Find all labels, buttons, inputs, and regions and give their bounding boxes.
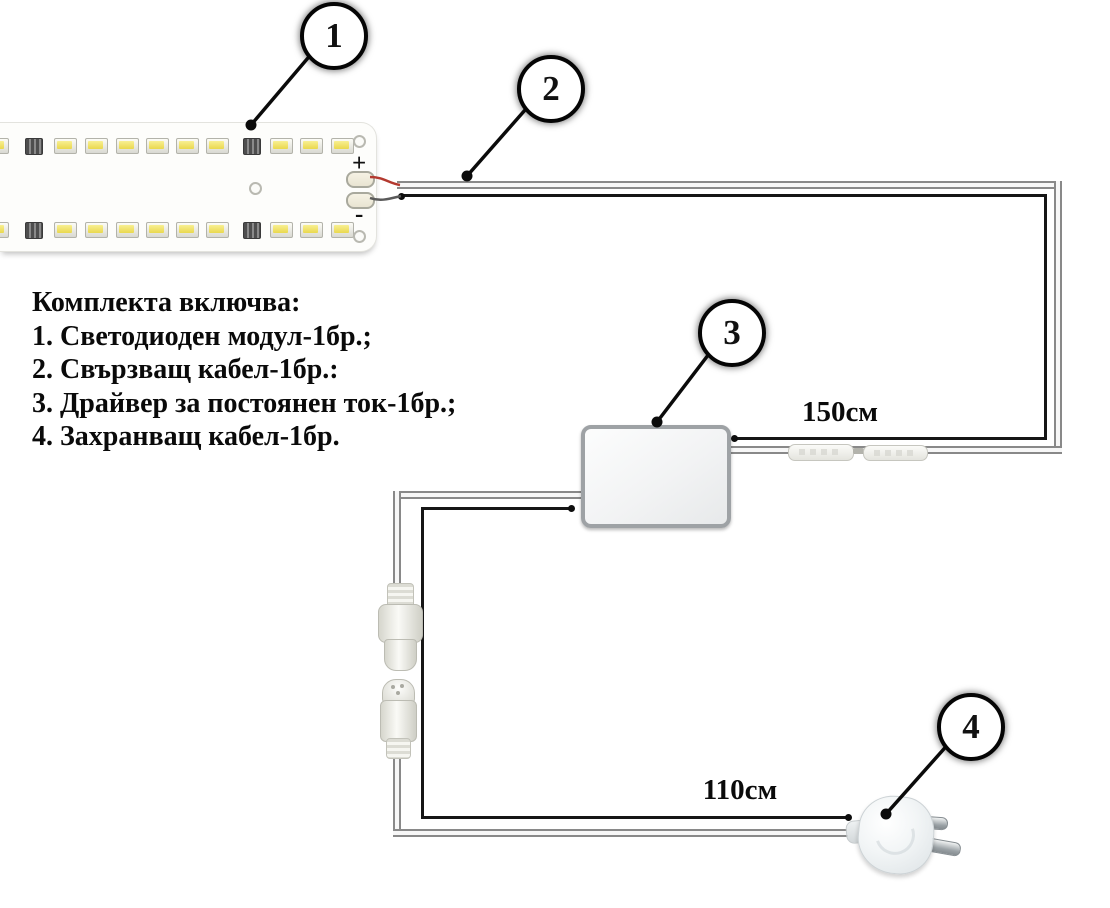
ic-chip [243, 138, 261, 155]
dc-connector-pin [853, 448, 864, 454]
callout-circle-3: 3 [698, 299, 766, 367]
led-face [57, 141, 72, 149]
led-face [303, 225, 318, 233]
led-face [88, 225, 103, 233]
led-face [0, 141, 4, 149]
wire-end-dot [731, 435, 738, 442]
wire-end-dot [845, 814, 852, 821]
connector-pin-hole [391, 685, 395, 689]
led-face [149, 225, 164, 233]
dc-connector-male [863, 445, 928, 461]
connecting-cable-sleeve-top [397, 181, 1062, 189]
power-cable-sleeve-top [393, 491, 581, 499]
connector-pin-hole [400, 684, 404, 688]
led-face [57, 225, 72, 233]
power-cable-sleeve-left-upper [393, 491, 401, 588]
power-plug [854, 792, 938, 878]
led-chip [206, 222, 229, 238]
connecting-cable-black-wire [401, 194, 1047, 197]
connector-pin-hole [396, 691, 400, 695]
dc-connector-male-tip [384, 639, 417, 671]
callout-circle-2: 2 [517, 55, 585, 123]
connecting-cable-black-wire [1044, 194, 1047, 440]
led-row-bottom [0, 222, 376, 239]
led-chip [116, 138, 139, 154]
kit-list-item: 1. Светодиоден модул-1бр.; [32, 320, 372, 352]
led-face [119, 225, 134, 233]
power-cable-length-label: 110см [702, 774, 778, 806]
kit-list-heading: Комплекта включва: [32, 287, 301, 318]
minus-terminal-label: - [355, 201, 364, 228]
callout-circle-1: 1 [300, 2, 368, 70]
led-chip [54, 138, 77, 154]
callout-circle-4: 4 [937, 693, 1005, 761]
led-chip [146, 222, 169, 238]
led-chip [176, 138, 199, 154]
led-face [149, 141, 164, 149]
led-face [209, 141, 224, 149]
ic-chip [25, 138, 43, 155]
kit-list: Комплекта включва: 1. Светодиоден модул-… [32, 286, 456, 454]
led-face [119, 141, 134, 149]
connector-markings [874, 450, 917, 456]
led-face [273, 225, 288, 233]
mounting-hole [353, 135, 366, 148]
mounting-hole [249, 182, 262, 195]
driver-box [581, 425, 731, 528]
led-face [303, 141, 318, 149]
led-face [0, 225, 4, 233]
dc-connector-male-body [378, 604, 423, 643]
led-chip [85, 222, 108, 238]
led-chip [85, 138, 108, 154]
led-chip [331, 222, 354, 238]
power-cable-black-wire [421, 507, 572, 510]
power-cable-sleeve-bottom [393, 829, 860, 837]
led-chip [54, 222, 77, 238]
led-module: + - [0, 122, 377, 252]
dc-connector-male-ridges [387, 583, 414, 608]
kit-list-item: 3. Драйвер за постоянен ток-1бр.; [32, 387, 457, 419]
led-chip [0, 138, 9, 154]
led-face [179, 141, 194, 149]
wire-end-dot [398, 193, 405, 200]
connecting-cable-sleeve-right [1054, 181, 1062, 454]
led-face [334, 225, 349, 233]
ic-chip [243, 222, 261, 239]
led-chip [176, 222, 199, 238]
connector-markings [799, 449, 843, 455]
led-row-top [0, 138, 376, 155]
led-face [273, 141, 288, 149]
led-chip [0, 222, 9, 238]
power-cable-black-wire [421, 507, 424, 819]
connecting-cable-black-wire [734, 437, 1047, 440]
led-face [209, 225, 224, 233]
ic-chip [25, 222, 43, 239]
kit-list-item: 2. Свързващ кабел-1бр.: [32, 354, 339, 385]
led-chip [331, 138, 354, 154]
led-chip [270, 222, 293, 238]
led-chip [206, 138, 229, 154]
led-chip [116, 222, 139, 238]
dc-connector-female-ridges [386, 738, 411, 759]
connecting-cable-length-label: 150см [801, 396, 879, 428]
plus-terminal-label: + [352, 150, 367, 177]
power-cable-sleeve-left-lower [393, 752, 401, 837]
kit-list-item: 4. Захранващ кабел-1бр. [32, 421, 340, 452]
led-chip [300, 222, 323, 238]
led-face [88, 141, 103, 149]
mounting-hole [353, 230, 366, 243]
power-cable-black-wire [421, 816, 848, 819]
led-face [334, 141, 349, 149]
led-chip [270, 138, 293, 154]
dc-connector-female-body [380, 700, 417, 742]
led-chip [146, 138, 169, 154]
wire-end-dot [568, 505, 575, 512]
led-face [179, 225, 194, 233]
dc-connector-female [788, 444, 854, 461]
callout-dot-2 [461, 170, 473, 182]
led-chip [300, 138, 323, 154]
